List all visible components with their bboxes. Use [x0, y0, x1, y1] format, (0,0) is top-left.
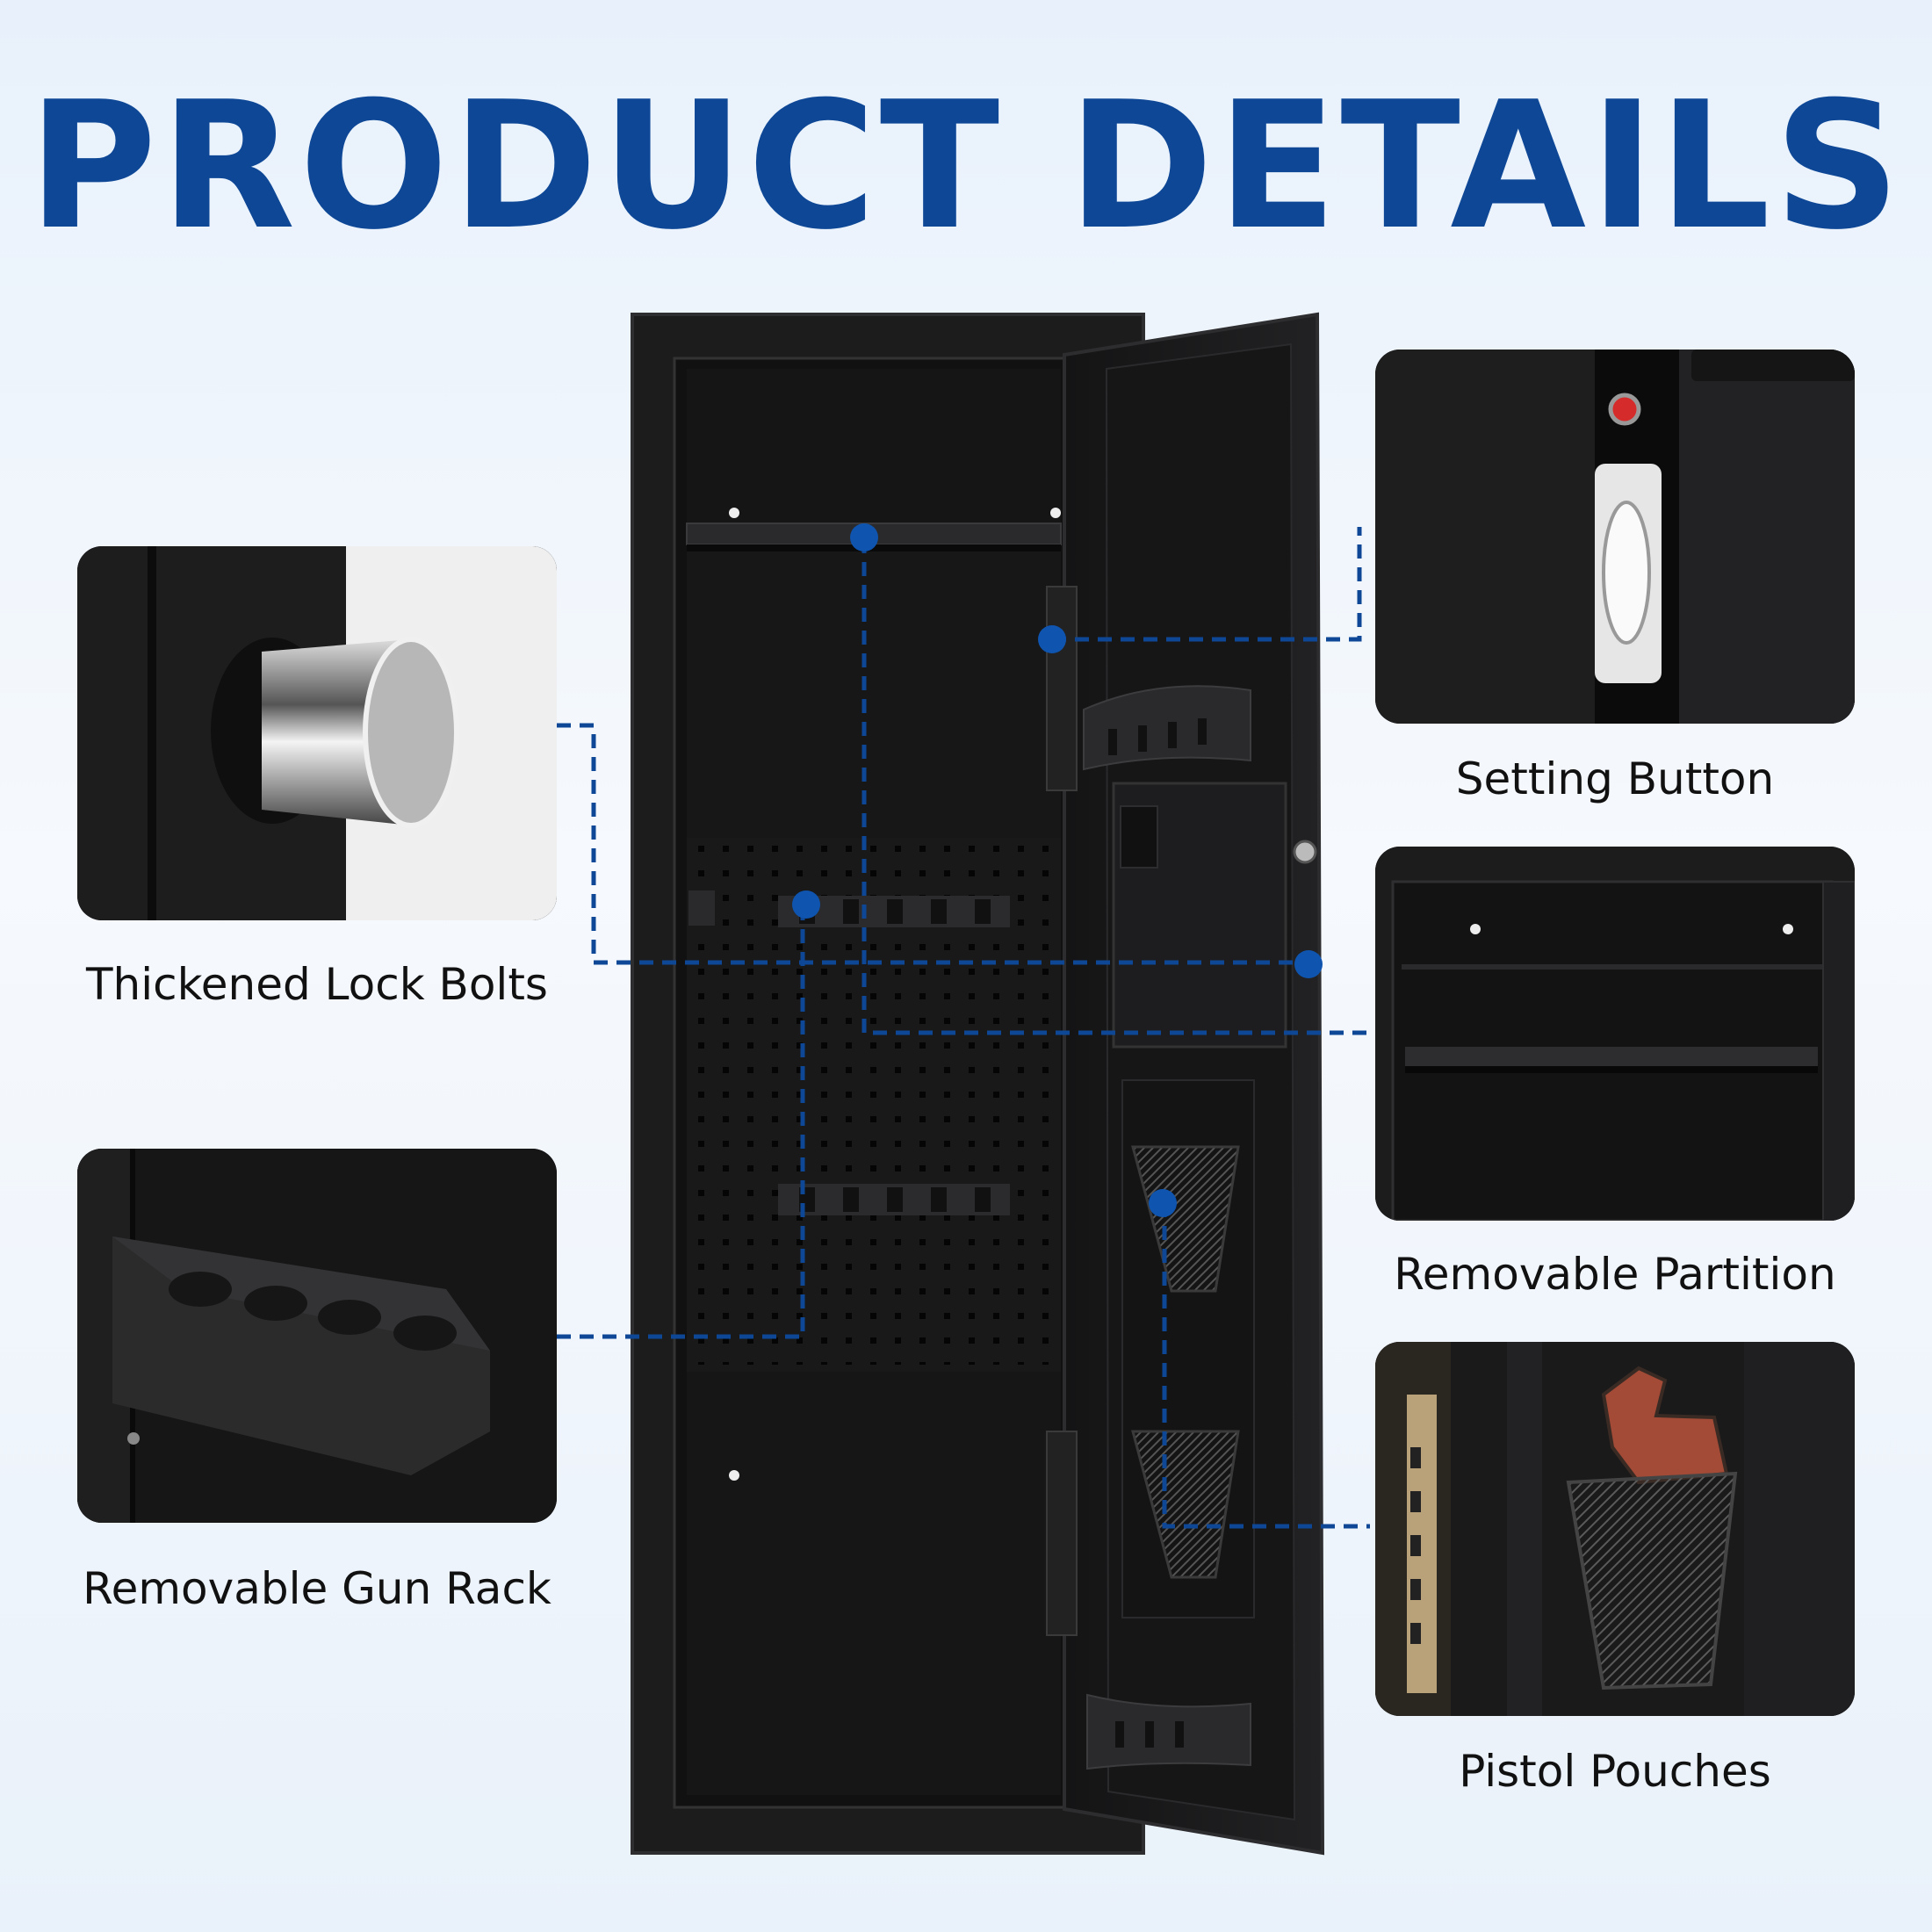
door-rack-top [1083, 685, 1251, 771]
partition-panel [1375, 847, 1855, 1221]
pistol-pouches-panel [1375, 1342, 1855, 1716]
pistol-pouches-image [1375, 1342, 1855, 1716]
pistol-grip [1601, 1366, 1729, 1485]
gun-rack-label: Removable Gun Rack [83, 1563, 551, 1614]
gun-rack-lower [778, 1184, 1010, 1215]
setting-button-panel [1375, 350, 1855, 724]
setting-button-image [1375, 350, 1855, 724]
door-pouch-bottom [1131, 1430, 1240, 1579]
setting-button-label: Setting Button [1455, 753, 1775, 804]
gun-rack-image [77, 1149, 557, 1523]
lock-bolts-panel [77, 546, 557, 920]
partition-label: Removable Partition [1394, 1249, 1836, 1300]
door-rack-bottom [1086, 1693, 1251, 1770]
pistol-pouches-label: Pistol Pouches [1459, 1746, 1771, 1797]
gun-rack-panel [77, 1149, 557, 1523]
lock-bolts-label: Thickened Lock Bolts [86, 959, 548, 1010]
callout-lines [557, 527, 1370, 1529]
page-title: PRODUCT DETAILS [27, 64, 1905, 269]
callout-dots [792, 523, 1323, 1217]
partition-image [1375, 847, 1855, 1221]
door-pouch-top [1131, 1145, 1240, 1293]
lock-box [1112, 782, 1287, 1049]
lock-bolt-image [77, 546, 557, 920]
